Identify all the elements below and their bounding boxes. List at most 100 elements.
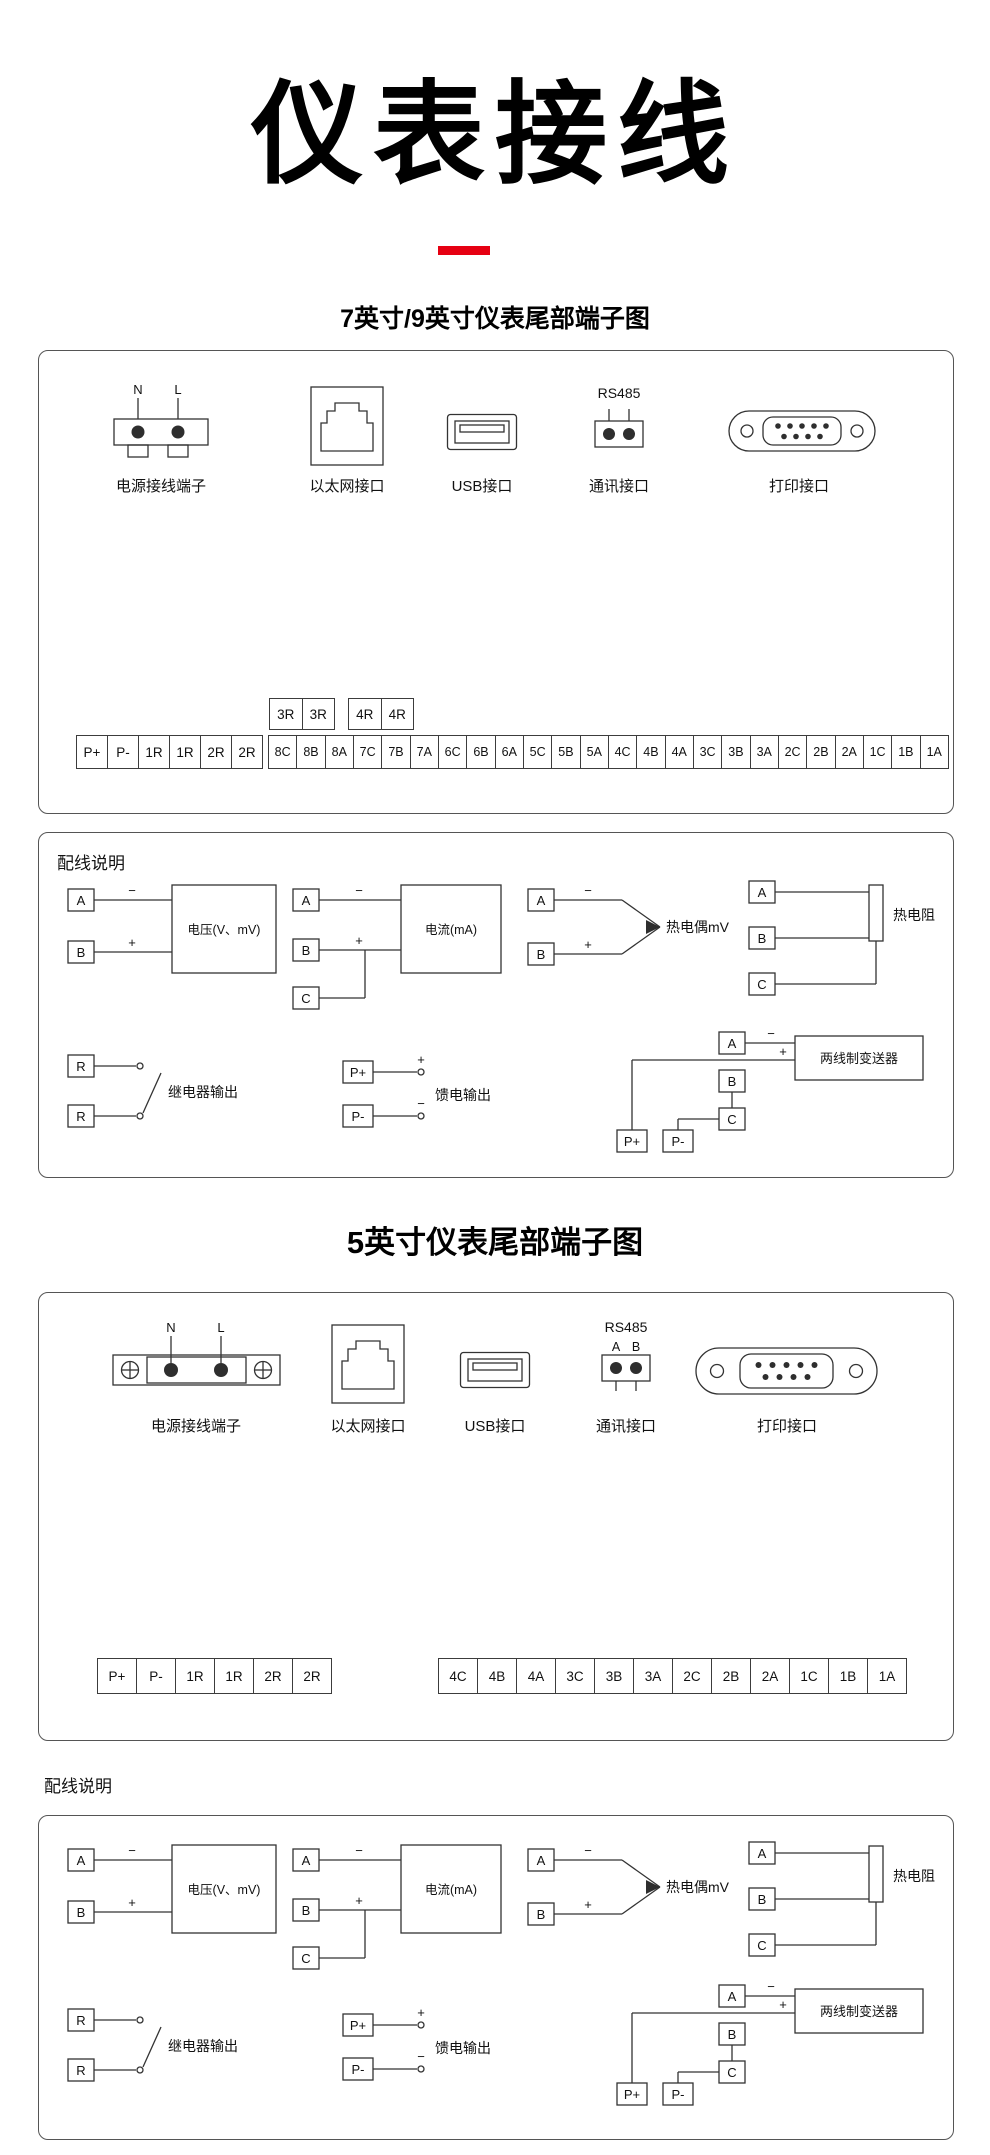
printer-port-icon bbox=[695, 1347, 878, 1395]
rs485-title: RS485 bbox=[597, 385, 641, 401]
terminal-cell: P- bbox=[107, 735, 139, 769]
terminal-cell: 3C bbox=[692, 735, 723, 769]
terminal-c-label: C bbox=[757, 977, 766, 992]
wiring-panel-7-9: 配线说明 A B − + 电压(V、mV) A B C − + 电流(mA) A… bbox=[38, 832, 954, 1178]
power-terminal-icon: N L bbox=[113, 382, 209, 458]
terminal-cell: 2B bbox=[806, 735, 836, 769]
comm-port-label: 通讯接口 bbox=[588, 478, 649, 495]
terminal-cell: 2R bbox=[200, 735, 232, 769]
terminal-cell: 3C bbox=[555, 1658, 595, 1694]
terminal-p-plus-label: P+ bbox=[624, 2087, 640, 2102]
rtd-label: 热电阻 bbox=[893, 1868, 935, 1884]
terminal-cell: 3R bbox=[269, 698, 303, 730]
rs485-b-label: B bbox=[632, 1340, 640, 1354]
usb-port-icon bbox=[446, 413, 518, 451]
terminal-cell: P+ bbox=[76, 735, 108, 769]
terminal-a-label: A bbox=[728, 1036, 737, 1051]
terminal-p-minus-label: P- bbox=[672, 1134, 685, 1149]
polarity-minus: − bbox=[128, 1843, 136, 1858]
polarity-plus: + bbox=[355, 1893, 363, 1908]
signal-terminal-strip: 4C 4B 4A 3C 3B 3A 2C 2B 2A 1C 1B 1A bbox=[438, 1658, 907, 1694]
comm-port-label: 通讯接口 bbox=[595, 1418, 656, 1435]
feed-output-label: 馈电输出 bbox=[435, 2040, 491, 2056]
terminal-cell: 6B bbox=[466, 735, 496, 769]
terminal-cell: 4B bbox=[477, 1658, 517, 1694]
terminal-p-plus-label: P+ bbox=[350, 2018, 366, 2033]
terminal-b-label: B bbox=[302, 1903, 311, 1918]
terminal-cell: 1R bbox=[175, 1658, 215, 1694]
terminal-cell: 4C bbox=[607, 735, 638, 769]
thermocouple-wiring-diagram: A B − + 热电偶mV bbox=[527, 883, 730, 966]
polarity-minus: − bbox=[128, 883, 136, 898]
terminal-panel-5: N L 电源接线端子 以太网接口 USB接口 RS485 A B 通讯接口 打印… bbox=[38, 1292, 954, 1741]
polarity-minus: − bbox=[767, 1979, 775, 1994]
terminal-cell: 2A bbox=[750, 1658, 790, 1694]
polarity-minus: − bbox=[584, 883, 592, 898]
terminal-cell: 3A bbox=[633, 1658, 673, 1694]
terminal-cell: 6C bbox=[437, 735, 468, 769]
terminal-b-label: B bbox=[77, 1905, 86, 1920]
terminal-cell: 4R bbox=[380, 698, 414, 730]
terminal-r-label: R bbox=[76, 1109, 85, 1124]
polarity-plus: + bbox=[128, 935, 136, 950]
terminal-a-label: A bbox=[77, 1853, 86, 1868]
ethernet-port-icon bbox=[310, 386, 384, 466]
terminal-cell: 1C bbox=[789, 1658, 829, 1694]
usb-port-label: USB接口 bbox=[464, 1418, 526, 1435]
voltage-wiring-diagram: A B − + 电压(V、mV) bbox=[67, 1843, 277, 1934]
power-relay-terminal-strip: P+ P- 1R 1R 2R 2R bbox=[76, 735, 263, 769]
terminal-cell: 4R bbox=[348, 698, 382, 730]
current-label: 电流(mA) bbox=[425, 1883, 477, 1897]
terminal-b-label: B bbox=[302, 943, 311, 958]
power-n-label: N bbox=[166, 1320, 175, 1335]
wiring-heading: 配线说明 bbox=[44, 1777, 112, 1796]
wiring-panel-5: A B − + 电压(V、mV) A B C − + 电流(mA) A B − … bbox=[38, 1815, 954, 2140]
terminal-cell: 1R bbox=[214, 1658, 254, 1694]
thermocouple-label: 热电偶mV bbox=[666, 1879, 730, 1895]
terminal-r-label: R bbox=[76, 1059, 85, 1074]
polarity-minus: − bbox=[355, 1843, 363, 1858]
voltage-wiring-diagram: A B − + 电压(V、mV) bbox=[67, 883, 277, 974]
terminal-cell: 5B bbox=[551, 735, 581, 769]
power-l-label: L bbox=[217, 1320, 224, 1335]
rtd-wiring-diagram: A B C 热电阻 bbox=[748, 1841, 935, 1957]
terminal-a-label: A bbox=[537, 1853, 546, 1868]
printer-port-icon bbox=[728, 410, 876, 452]
rs485-title: RS485 bbox=[604, 1319, 648, 1335]
polarity-minus: − bbox=[584, 1843, 592, 1858]
rtd-wiring-diagram: A B C 热电阻 bbox=[748, 880, 935, 996]
terminal-panel-7-9: N L 电源接线端子 以太网接口 USB接口 RS485 通讯接口 打印接口 3… bbox=[38, 350, 954, 814]
terminal-cell: 2C bbox=[672, 1658, 712, 1694]
polarity-minus: − bbox=[767, 1026, 775, 1041]
relay-output-label: 继电器输出 bbox=[168, 1084, 238, 1100]
transmitter-label: 两线制变送器 bbox=[820, 2004, 898, 2019]
power-terminal-label: 电源接线端子 bbox=[115, 478, 206, 495]
relay-output-label: 继电器输出 bbox=[168, 2038, 238, 2054]
current-label: 电流(mA) bbox=[425, 923, 477, 937]
terminal-cell: 8A bbox=[324, 735, 354, 769]
terminal-cell: 8C bbox=[268, 735, 298, 769]
polarity-plus: + bbox=[355, 933, 363, 948]
ethernet-port-label: 以太网接口 bbox=[330, 1418, 406, 1435]
polarity-minus: − bbox=[355, 883, 363, 898]
terminal-b-label: B bbox=[758, 1892, 767, 1907]
polarity-plus: + bbox=[779, 1044, 787, 1059]
thermocouple-wiring-diagram: A B − + 热电偶mV bbox=[527, 1843, 730, 1926]
terminal-a-label: A bbox=[77, 893, 86, 908]
power-terminal-icon: N L bbox=[112, 1320, 281, 1386]
terminal-cell: 2R bbox=[253, 1658, 293, 1694]
voltage-label: 电压(V、mV) bbox=[188, 1883, 261, 1897]
terminal-cell: 1A bbox=[867, 1658, 907, 1694]
signal-terminal-strip: 8C 8B 8A 7C 7B 7A 6C 6B 6A 5C 5B 5A 4C 4… bbox=[268, 735, 949, 769]
polarity-plus: + bbox=[584, 937, 592, 952]
terminal-cell: 1C bbox=[862, 735, 893, 769]
terminal-cell: 2B bbox=[711, 1658, 751, 1694]
terminal-cell: 1R bbox=[169, 735, 201, 769]
red-divider bbox=[438, 246, 490, 255]
terminal-cell: 3B bbox=[594, 1658, 634, 1694]
transmitter-wiring-diagram: A B C P+ P- − + 两线制变送器 bbox=[616, 1026, 924, 1153]
terminal-a-label: A bbox=[302, 1853, 311, 1868]
polarity-plus: + bbox=[417, 1052, 425, 1067]
polarity-minus: − bbox=[417, 1096, 425, 1111]
rs485-port-icon: A B bbox=[601, 1340, 651, 1391]
